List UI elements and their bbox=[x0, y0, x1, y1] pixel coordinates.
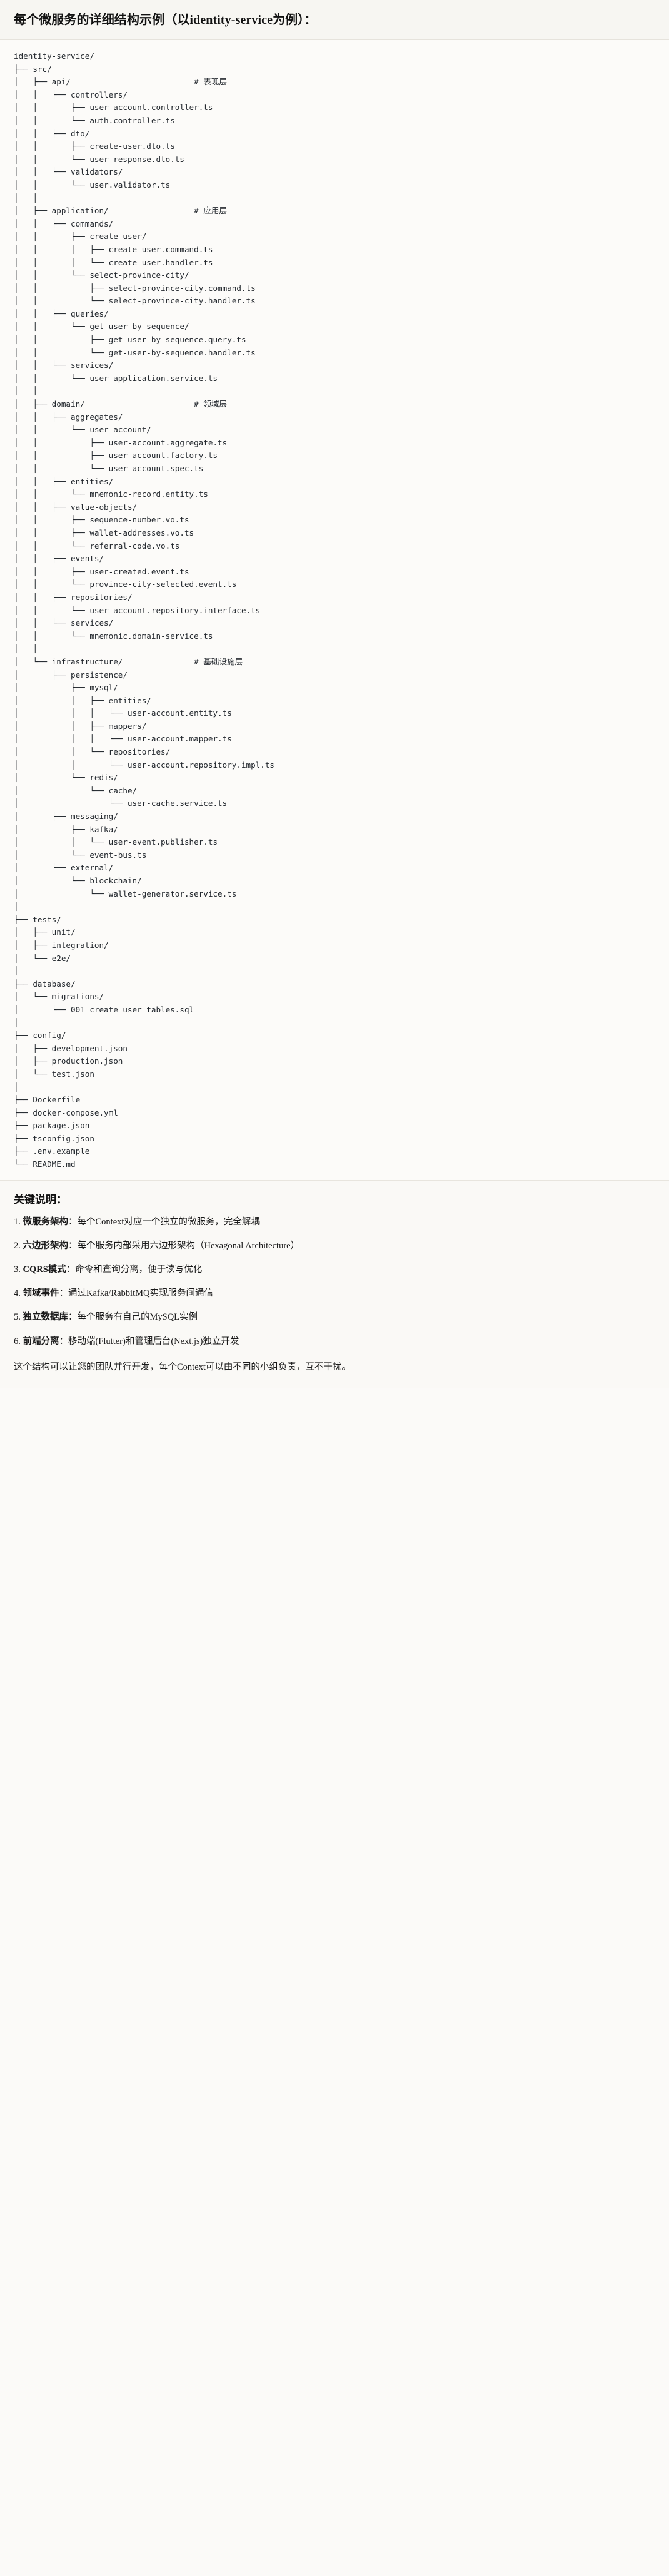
key-note-term: CQRS模式 bbox=[23, 1265, 66, 1275]
key-note-description: 移动端(Flutter)和管理后台(Next.js)独立开发 bbox=[68, 1336, 239, 1347]
key-note-separator: ： bbox=[68, 1240, 78, 1251]
key-note-term: 六边形架构 bbox=[23, 1240, 69, 1251]
key-note-item: 领域事件：通过Kafka/RabbitMQ实现服务间通信 bbox=[14, 1286, 655, 1301]
document-page: 每个微服务的详细结构示例（以identity-service为例）： ident… bbox=[0, 0, 669, 1388]
key-note-description: 每个Context对应一个独立的微服务，完全解耦 bbox=[77, 1216, 260, 1227]
key-notes-heading: 关键说明： bbox=[14, 1193, 67, 1206]
key-note-item: CQRS模式：命令和查询分离，便于读写优化 bbox=[14, 1263, 655, 1277]
key-note-separator: ： bbox=[66, 1265, 76, 1275]
key-notes-list: 微服务架构：每个Context对应一个独立的微服务，完全解耦 六边形架构：每个服… bbox=[14, 1215, 655, 1349]
key-note-item: 微服务架构：每个Context对应一个独立的微服务，完全解耦 bbox=[14, 1215, 655, 1229]
key-note-term: 前端分离 bbox=[23, 1336, 59, 1347]
key-note-term: 领域事件 bbox=[23, 1288, 59, 1299]
key-notes-block: 关键说明： 微服务架构：每个Context对应一个独立的微服务，完全解耦 六边形… bbox=[0, 1179, 669, 1388]
key-note-separator: ： bbox=[68, 1216, 78, 1227]
page-title: 每个微服务的详细结构示例（以identity-service为例）： bbox=[14, 13, 317, 27]
key-note-description: 每个服务有自己的MySQL实例 bbox=[77, 1312, 198, 1323]
key-note-item: 前端分离：移动端(Flutter)和管理后台(Next.js)独立开发 bbox=[14, 1335, 655, 1349]
key-note-term: 微服务架构 bbox=[23, 1216, 69, 1227]
directory-tree-block: identity-service/ ├── src/ │ ├── api/ # … bbox=[0, 40, 669, 1180]
key-note-separator: ： bbox=[68, 1312, 78, 1323]
key-note-description: 命令和查询分离，便于读写优化 bbox=[75, 1265, 203, 1275]
key-note-item: 六边形架构：每个服务内部采用六边形架构（Hexagonal Architectu… bbox=[14, 1239, 655, 1253]
key-note-separator: ： bbox=[59, 1288, 69, 1299]
key-note-description: 通过Kafka/RabbitMQ实现服务间通信 bbox=[68, 1288, 213, 1299]
key-note-description: 每个服务内部采用六边形架构（Hexagonal Architecture） bbox=[77, 1240, 300, 1251]
key-note-item: 独立数据库：每个服务有自己的MySQL实例 bbox=[14, 1310, 655, 1325]
key-note-separator: ： bbox=[59, 1336, 69, 1347]
document-header: 每个微服务的详细结构示例（以identity-service为例）： bbox=[0, 0, 669, 40]
key-note-term: 独立数据库 bbox=[23, 1312, 69, 1323]
directory-tree: identity-service/ ├── src/ │ ├── api/ # … bbox=[14, 51, 275, 1169]
closing-paragraph: 这个结构可以让您的团队并行开发，每个Context可以由不同的小组负责，互不干扰… bbox=[14, 1362, 351, 1372]
